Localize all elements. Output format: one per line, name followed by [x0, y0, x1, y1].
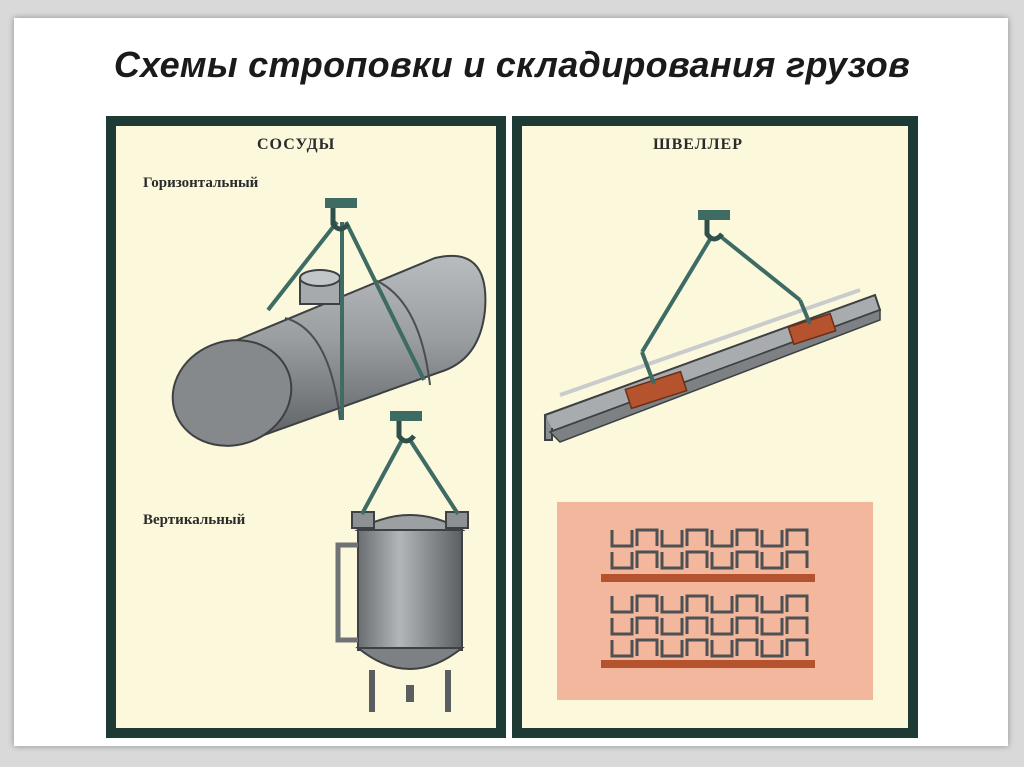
channel-profile	[735, 594, 759, 612]
channel-profile	[660, 596, 684, 614]
channel-profile	[635, 594, 659, 612]
channel-profile	[660, 640, 684, 658]
channel-profile	[660, 552, 684, 570]
channel-profile	[735, 528, 759, 546]
channel-profile	[635, 616, 659, 634]
channel-profile	[785, 638, 809, 656]
channel-profile	[710, 596, 734, 614]
channel-profile	[685, 638, 709, 656]
hook-icon	[325, 198, 357, 232]
channel-profile	[685, 594, 709, 612]
channel-profile	[635, 550, 659, 568]
channel-profile	[635, 638, 659, 656]
channel-profile	[710, 640, 734, 658]
horizontal-vessel-slings	[266, 220, 426, 420]
channel-profile	[760, 640, 784, 658]
channel-profile	[785, 528, 809, 546]
channel-profile	[760, 618, 784, 636]
channel-profile	[735, 638, 759, 656]
channel-profile	[760, 552, 784, 570]
channel-profile	[685, 550, 709, 568]
channel-profile	[785, 550, 809, 568]
channel-profile	[710, 618, 734, 636]
channel-profile	[610, 530, 634, 548]
hook-icon	[390, 411, 422, 444]
vertical-vessel	[335, 511, 469, 712]
channel-heading: ШВЕЛЛЕР	[653, 136, 743, 153]
channel-profile	[635, 528, 659, 546]
slide-title: Схемы строповки и складирования грузов	[113, 44, 911, 85]
channel-profile	[785, 594, 809, 612]
horizontal-vessel	[171, 254, 487, 447]
channel-profile	[710, 530, 734, 548]
channel-profile	[760, 530, 784, 548]
channel-profile	[610, 596, 634, 614]
channel-profile	[710, 552, 734, 570]
channel-profile	[735, 616, 759, 634]
horizontal-vessel-label: Горизонтальный	[143, 175, 259, 191]
vertical-vessel-slings	[360, 438, 460, 516]
channel-profile	[785, 616, 809, 634]
channel-profile	[660, 618, 684, 636]
channel-profile	[685, 616, 709, 634]
channel-profile	[610, 640, 634, 658]
channel-profile	[660, 530, 684, 548]
vertical-vessel-label: Вертикальный	[143, 512, 246, 528]
channel-beam	[543, 288, 882, 443]
channel-slings	[640, 234, 812, 385]
channel-profile	[610, 552, 634, 570]
channel-profile	[735, 550, 759, 568]
channel-profile	[760, 596, 784, 614]
vessels-heading: СОСУДЫ	[257, 136, 336, 153]
channel-profile	[685, 528, 709, 546]
hook-icon	[698, 210, 730, 242]
channel-profile	[610, 618, 634, 636]
channel-stack	[557, 502, 873, 700]
